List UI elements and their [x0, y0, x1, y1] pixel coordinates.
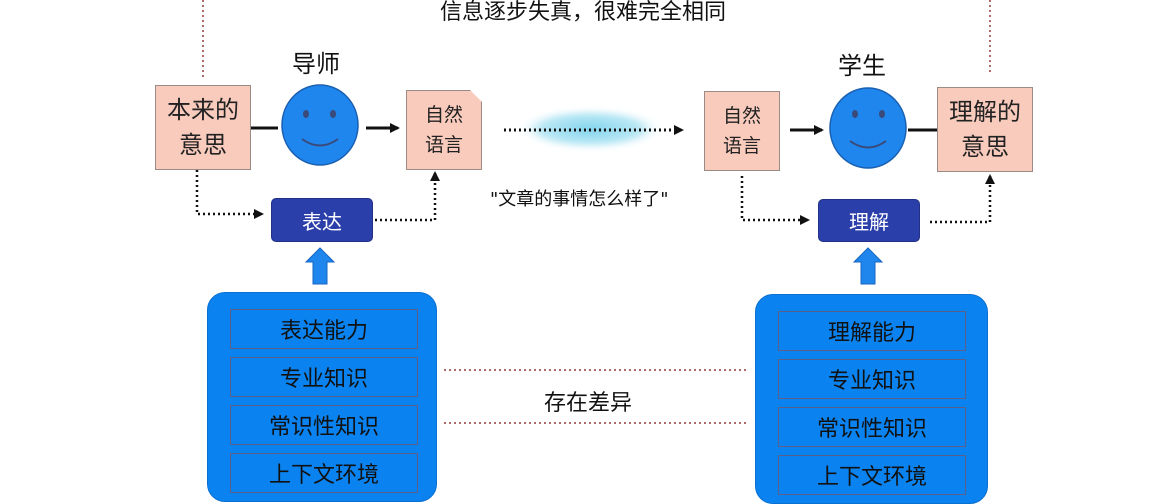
understanding-factor-item: 常识性知识 [778, 407, 966, 447]
communication-diagram: 信息逐步失真，很难完全相同 导师 学生 本来的 意思 理解的 意思 自然 语言 … [155, 0, 1033, 504]
difference-label: 存在差异 [544, 391, 633, 416]
original-meaning-box: 本来的 意思 [155, 85, 251, 170]
original-meaning-text: 本来的 意思 [167, 95, 239, 159]
understand-button: 理解 [818, 199, 920, 242]
understanding-factor-item: 上下文环境 [778, 455, 966, 495]
top-caption: 信息逐步失真，很难完全相同 [440, 0, 727, 25]
student-label: 学生 [838, 52, 886, 80]
understanding-factor-item: 专业知识 [778, 359, 966, 399]
understood-meaning-text: 理解的 意思 [949, 97, 1021, 161]
connector-layer [195, 0, 995, 424]
natural-language-right-text: 自然 语言 [722, 105, 761, 157]
understanding-factor-item: 理解能力 [778, 311, 966, 351]
understanding-factors-panel: 理解能力 专业知识 常识性知识 上下文环境 [755, 294, 988, 504]
expression-factor-item: 上下文环境 [230, 453, 418, 493]
example-quote: "文章的事情怎么样了" [490, 189, 669, 210]
expression-factors-panel: 表达能力 专业知识 常识性知识 上下文环境 [207, 292, 437, 502]
mentor-face-icon [281, 84, 359, 166]
natural-language-left-text: 自然 语言 [424, 104, 463, 156]
language-to-understand-dotted-arrow [740, 176, 810, 225]
right-up-arrow [852, 247, 884, 285]
express-to-language-dotted-arrow [375, 171, 440, 222]
mentor-label: 导师 [292, 50, 340, 78]
expression-factor-item: 表达能力 [230, 309, 418, 349]
meaning-to-express-dotted-arrow [195, 170, 264, 219]
express-button: 表达 [271, 198, 373, 242]
understand-to-meaning-dotted-arrow [930, 174, 995, 224]
expression-factor-item: 专业知识 [230, 357, 418, 397]
natural-language-right-box: 自然 语言 [704, 91, 780, 171]
expression-factor-item: 常识性知识 [230, 405, 418, 445]
student-face-icon [829, 87, 907, 169]
understood-meaning-box: 理解的 意思 [937, 87, 1033, 172]
left-up-arrow [304, 247, 336, 285]
natural-language-left-box: 自然 语言 [406, 90, 482, 170]
